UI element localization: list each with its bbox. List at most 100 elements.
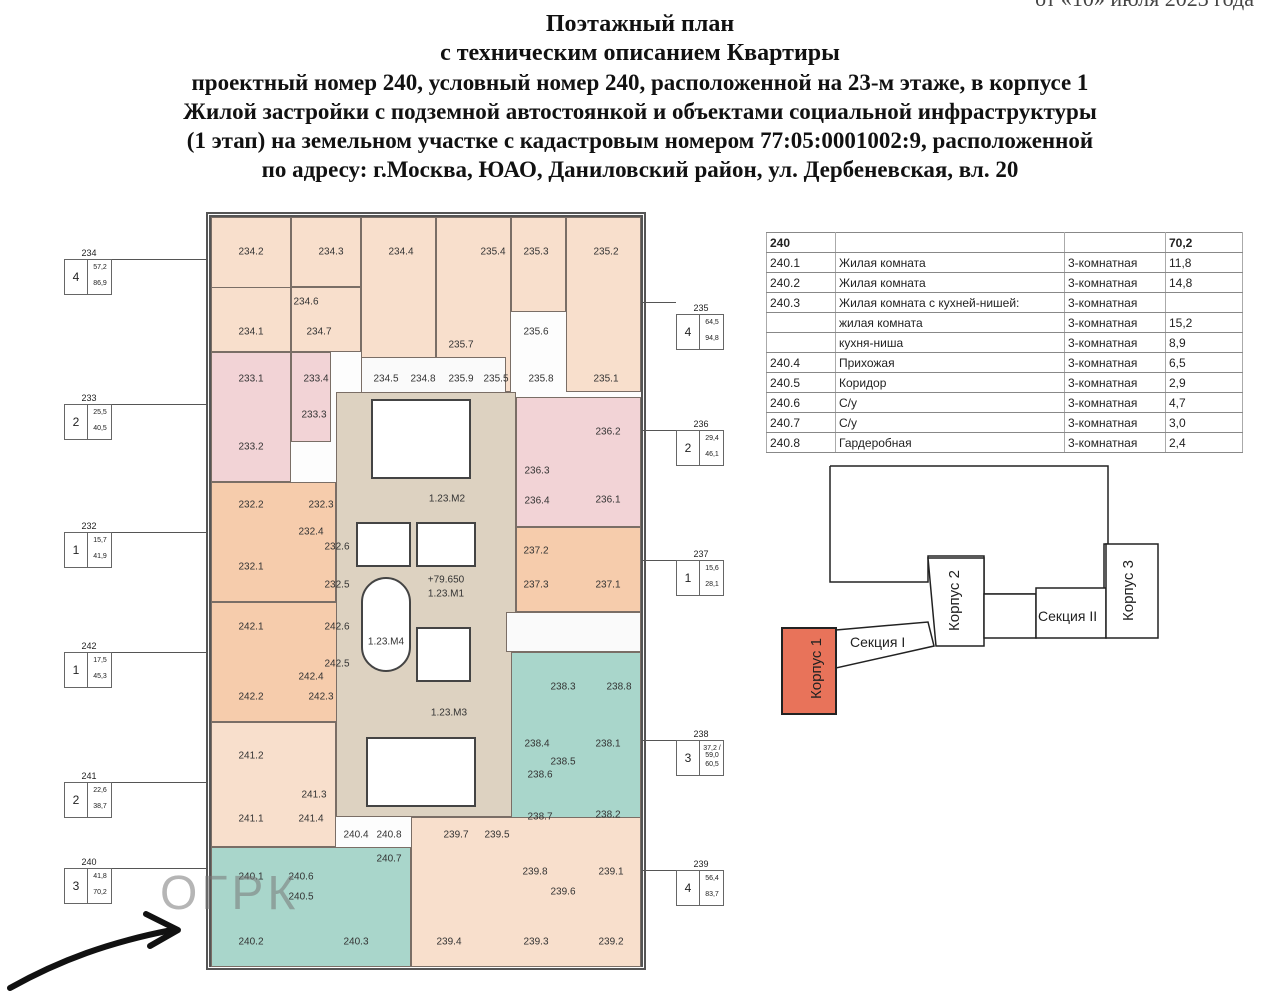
room-238 <box>511 652 641 847</box>
legend-box-242: 242 1 17,5 45,3 <box>64 641 112 688</box>
label-235-7: 235.7 <box>448 339 474 351</box>
shaft-left <box>356 522 411 567</box>
elevator-shaft-bottom <box>366 737 476 807</box>
site-outline <box>781 465 1159 715</box>
table-cell: 3-комнатная <box>1064 332 1166 353</box>
label-236-2: 236.2 <box>595 426 621 438</box>
table-cell: 240.5 <box>766 372 836 393</box>
legend-rooms: 3 <box>65 869 88 903</box>
leader-line <box>642 560 676 561</box>
legend-area-total: 45,3 <box>93 673 107 680</box>
title-line-2: с техническим описанием Квартиры <box>440 40 840 66</box>
label-239-1: 239.1 <box>598 866 624 878</box>
pointer-arrow-icon <box>7 911 181 991</box>
label-236-1: 236.1 <box>595 494 621 506</box>
label-m2: 1.23.M2 <box>428 493 466 505</box>
table-cell: 240 <box>766 232 836 253</box>
table-cell: 2,9 <box>1165 372 1243 393</box>
label-236-4: 236.4 <box>524 495 550 507</box>
legend-area-living: 15,7 <box>93 537 107 544</box>
table-cell: кухня-ниша <box>835 332 1065 353</box>
label-234-5: 234.5 <box>373 373 399 385</box>
room-234-8 <box>361 357 506 397</box>
legend-number: 234 <box>81 248 97 258</box>
label-234-6: 234.6 <box>293 296 319 308</box>
label-242-5: 242.5 <box>324 658 350 670</box>
table-cell: 3-комнатная <box>1064 432 1166 453</box>
label-233-2: 233.2 <box>238 441 264 453</box>
legend-box-233: 233 2 25,5 40,5 <box>64 393 112 440</box>
legend-area-living: 17,5 <box>93 657 107 664</box>
legend-area-total: 38,7 <box>93 803 107 810</box>
leader-line <box>112 532 208 533</box>
table-cell <box>835 232 1065 253</box>
legend-box-240: 240 3 41,8 70,2 <box>64 857 112 904</box>
label-240-1: 240.1 <box>238 871 264 883</box>
leader-line <box>112 782 208 783</box>
label-236-3: 236.3 <box>524 465 550 477</box>
label-241-3: 241.3 <box>301 789 327 801</box>
legend-rooms: 3 <box>677 741 700 775</box>
legend-number: 239 <box>693 859 709 869</box>
table-cell: 240.4 <box>766 352 836 373</box>
label-m1: 1.23.M1 <box>427 588 465 600</box>
label-238-5: 238.5 <box>550 756 576 768</box>
label-235-9: 235.9 <box>448 373 474 385</box>
legend-area-living: 56,4 <box>705 875 719 882</box>
table-cell: С/у <box>835 412 1065 433</box>
legend-rooms: 2 <box>65 405 88 439</box>
table-cell: 14,8 <box>1165 272 1243 293</box>
legend-number: 240 <box>81 857 97 867</box>
document-title: Поэтажный план с техническим описанием К… <box>0 10 1280 184</box>
room-234-3 <box>291 217 361 287</box>
label-239-8: 239.8 <box>522 866 548 878</box>
shaft-lower <box>416 627 471 682</box>
room-239 <box>411 817 641 967</box>
table-header-row: 240 70,2 <box>766 232 1243 253</box>
legend-rooms: 2 <box>677 431 700 465</box>
label-242-3: 242.3 <box>308 691 334 703</box>
legend-box-239: 239 4 56,4 83,7 <box>676 859 724 906</box>
label-elevation: +79.650 <box>427 574 465 586</box>
room-233-3 <box>291 352 331 442</box>
label-korpus-1: Корпус 1 <box>807 638 825 699</box>
title-line-5: (1 этап) на земельном участке с кадастро… <box>186 128 1094 153</box>
room-235-2 <box>566 217 641 392</box>
legend-rooms: 4 <box>677 315 700 349</box>
label-235-6: 235.6 <box>523 326 549 338</box>
table-cell: 2,4 <box>1165 432 1243 453</box>
legend-rooms: 2 <box>65 783 88 817</box>
stair-m4 <box>361 577 411 672</box>
label-235-5: 235.5 <box>483 373 509 385</box>
leader-line <box>642 870 676 871</box>
room-234-7 <box>291 287 361 352</box>
label-235-3: 235.3 <box>523 246 549 258</box>
table-cell: 240.6 <box>766 392 836 413</box>
label-section-1: Секция I <box>850 634 906 650</box>
table-cell: Гардеробная <box>835 432 1065 453</box>
table-cell: 15,2 <box>1165 312 1243 333</box>
label-235-4: 235.4 <box>480 246 506 258</box>
leader-line <box>112 404 208 405</box>
table-cell <box>1064 232 1166 253</box>
legend-area-total: 83,7 <box>705 891 719 898</box>
leader-line <box>112 652 208 653</box>
label-238-1: 238.1 <box>595 738 621 750</box>
room-241 <box>211 722 336 847</box>
label-241-2: 241.2 <box>238 750 264 762</box>
table-cell: 3-комнатная <box>1064 352 1166 373</box>
label-m4: 1.23.M4 <box>367 636 405 648</box>
label-238-2: 238.2 <box>595 809 621 821</box>
table-cell: 3-комнатная <box>1064 252 1166 273</box>
label-238-8: 238.8 <box>606 681 632 693</box>
label-232-6: 232.6 <box>324 541 350 553</box>
table-cell <box>1165 292 1243 313</box>
legend-box-237: 237 1 15,6 28,1 <box>676 549 724 596</box>
label-235-8: 235.8 <box>528 373 554 385</box>
